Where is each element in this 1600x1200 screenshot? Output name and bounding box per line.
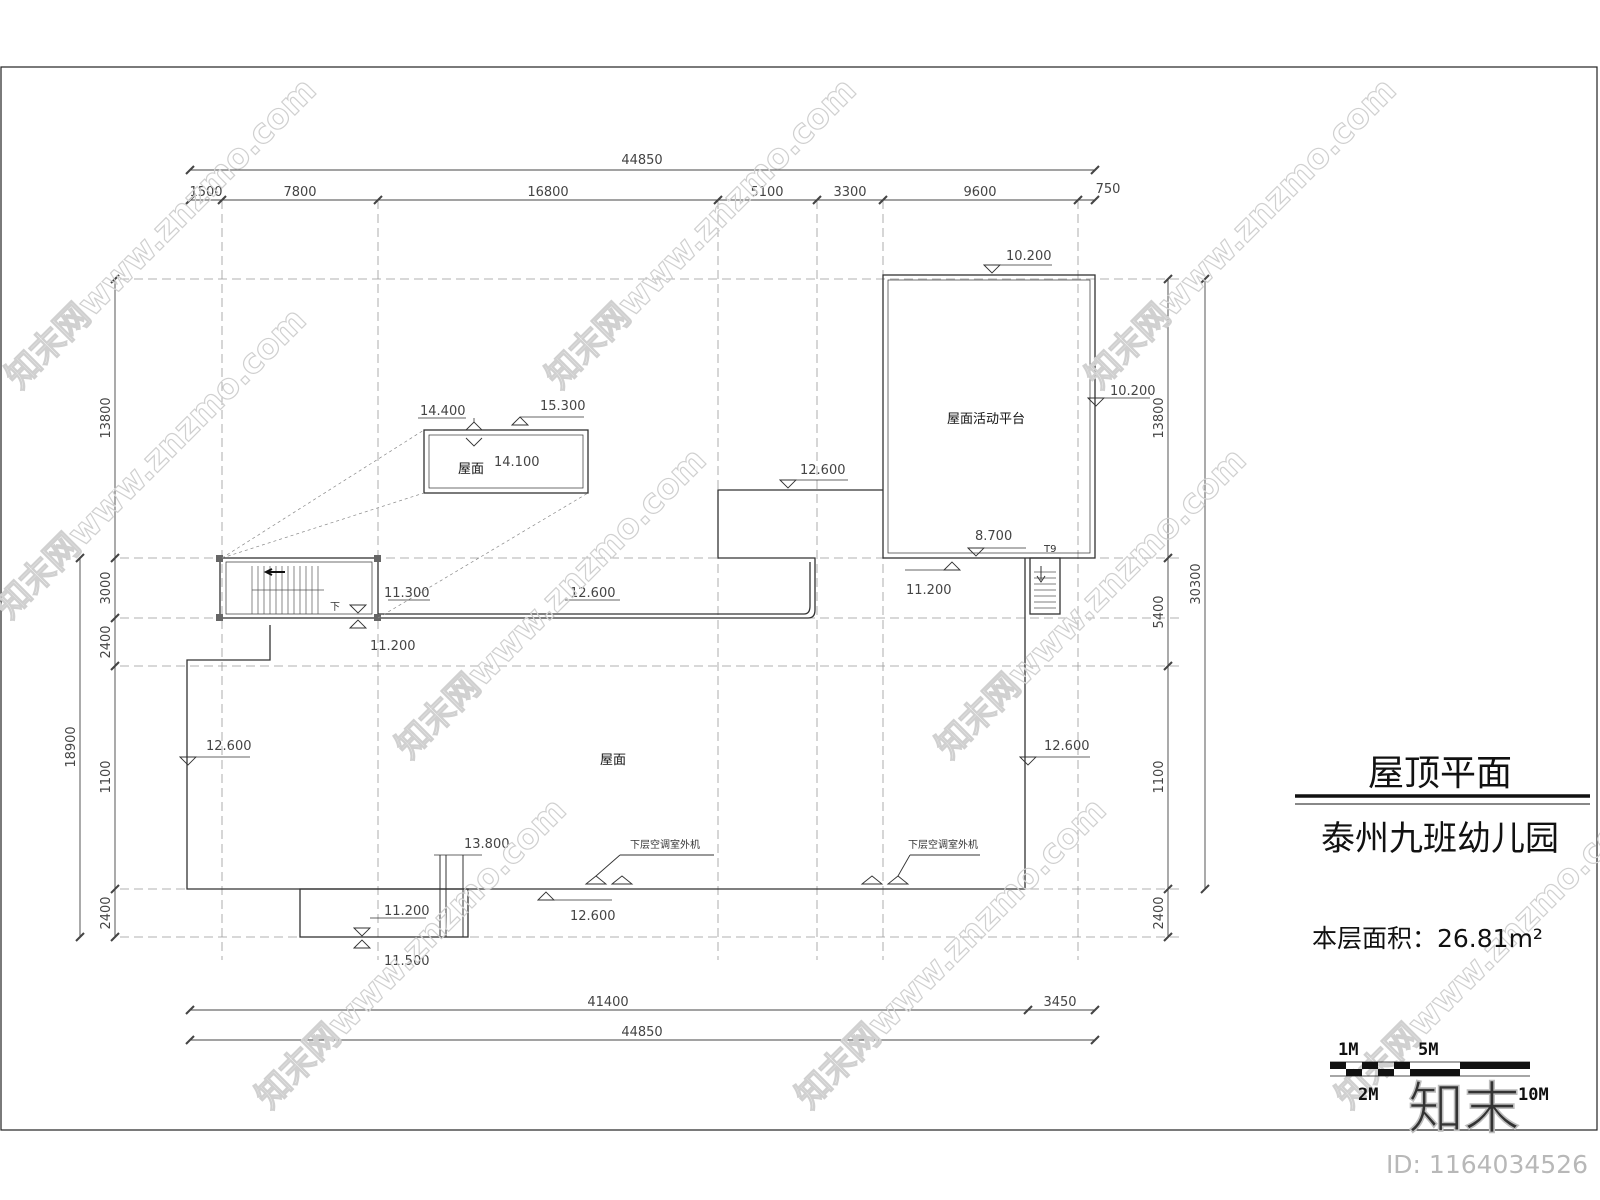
level-label: 11.200 <box>906 583 952 598</box>
dim-left-seg: 13800 <box>99 397 114 438</box>
watermark-text: 知末网www.znzmo.com <box>248 790 574 1116</box>
scale-label-10m: 10M <box>1518 1085 1549 1105</box>
level-label: 12.600 <box>1044 739 1090 754</box>
dim-left-seg: 1100 <box>99 760 114 793</box>
dimension-ticks <box>75 165 1210 1045</box>
dim-top-seg: 1500 <box>189 185 222 200</box>
stair-tag: T9 <box>1043 544 1056 555</box>
level-label: 11.200 <box>370 639 416 654</box>
stair-arrow <box>1036 566 1046 583</box>
level-label: 12.600 <box>570 586 616 601</box>
level-label: 12.600 <box>570 909 616 924</box>
dim-left-seg: 2400 <box>99 896 114 929</box>
watermark-text: 知末网www.znzmo.com <box>538 70 864 396</box>
drawing-title: 屋顶平面 <box>1368 753 1512 794</box>
slope-lines <box>221 429 589 619</box>
image-id: ID: 1164034526 <box>1386 1150 1588 1179</box>
level-label: 13.800 <box>464 837 510 852</box>
dim-right-seg: 5400 <box>1152 595 1167 628</box>
dim-top-seg: 16800 <box>527 185 568 200</box>
watermark-layer: 知末网www.znzmo.com 知末网www.znzmo.com 知末网www… <box>0 70 1600 1117</box>
ac-note: 下层空调室外机 <box>630 838 700 851</box>
room-label-main-roof: 屋面 <box>600 753 626 768</box>
level-label: 12.600 <box>206 739 252 754</box>
project-name: 泰州九班幼儿园 <box>1321 819 1559 859</box>
level-label: 11.200 <box>384 904 430 919</box>
level-label: 10.200 <box>1110 384 1156 399</box>
dim-right-seg: 13800 <box>1152 397 1167 438</box>
building-outline <box>186 274 1096 938</box>
watermark-text: 知末网www.znzmo.com <box>388 440 714 766</box>
columns <box>216 555 381 621</box>
dim-right-seg: 1100 <box>1152 760 1167 793</box>
dim-top-seg: 7800 <box>283 185 316 200</box>
scale-label-5m: 5M <box>1418 1040 1438 1060</box>
dim-right-seg: 2400 <box>1152 896 1167 929</box>
sheet-border <box>0 66 1598 1131</box>
dim-bottom-seg: 41400 <box>587 995 628 1010</box>
dim-right-total: 30300 <box>1189 563 1204 604</box>
level-label: 15.300 <box>540 399 586 414</box>
dim-left-total: 18900 <box>64 726 79 767</box>
level-label: 8.700 <box>975 529 1012 544</box>
dim-top-seg: 3300 <box>833 185 866 200</box>
level-label: 10.200 <box>1006 249 1052 264</box>
stair-arrow <box>263 568 285 576</box>
room-label-small-roof: 屋面 <box>458 462 484 477</box>
level-label: 11.500 <box>384 954 430 969</box>
scale-bar: 1M 5M 2M 10M <box>1330 1040 1549 1105</box>
dimension-lines <box>79 169 1206 1041</box>
floor-area: 本层面积：26.81m² <box>1312 924 1543 953</box>
ac-unit-symbols <box>584 854 980 885</box>
room-label-roof-platform: 屋面活动平台 <box>947 412 1025 427</box>
level-markers <box>178 264 1106 949</box>
dim-left-seg: 2400 <box>99 625 114 658</box>
dim-bottom-total: 44850 <box>621 1025 662 1040</box>
ac-note: 下层空调室外机 <box>908 838 978 851</box>
dim-bottom-seg: 3450 <box>1043 995 1076 1010</box>
level-label: 14.100 <box>494 455 540 470</box>
scale-label-2m: 2M <box>1358 1085 1378 1105</box>
dim-top-seg: 750 <box>1096 182 1121 197</box>
level-label: 14.400 <box>420 404 466 419</box>
watermark-text: 知末网www.znzmo.com <box>1078 70 1404 396</box>
stair-down-note: 下 <box>330 602 340 613</box>
dim-top-seg: 5100 <box>750 185 783 200</box>
dim-left-seg: 3000 <box>99 571 114 604</box>
level-label: 12.600 <box>800 463 846 478</box>
railing <box>439 855 464 937</box>
watermark-logo: 知末 <box>1408 1077 1520 1142</box>
dim-top-total: 44850 <box>621 153 662 168</box>
level-label: 11.300 <box>384 586 430 601</box>
scale-label-1m: 1M <box>1338 1040 1358 1060</box>
dim-top-seg: 9600 <box>963 185 996 200</box>
level-leaders <box>188 264 1150 919</box>
stair-treads <box>251 566 1056 614</box>
